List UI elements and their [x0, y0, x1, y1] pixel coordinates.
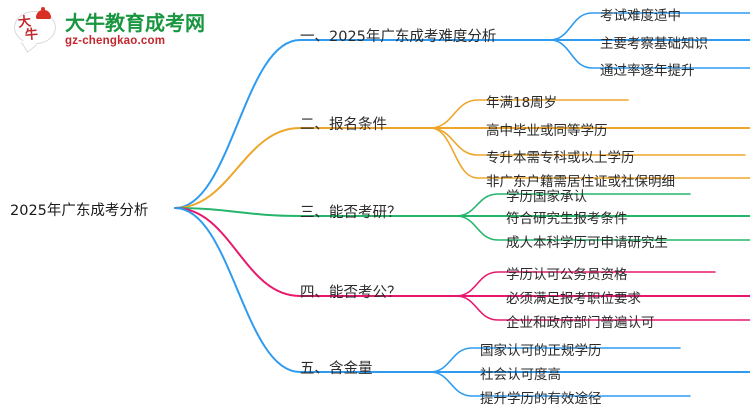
mindmap-branch-3[interactable]: 三、能否考研？	[300, 205, 402, 221]
mindmap-branch-5[interactable]: 五、含金量	[300, 361, 373, 377]
mindmap-leaf-4-3[interactable]: 企业和政府部门普遍认可	[506, 315, 655, 331]
mindmap-branch-1[interactable]: 一、2025年广东成考难度分析	[300, 29, 497, 45]
mindmap-leaf-2-1[interactable]: 年满18周岁	[486, 95, 558, 111]
mindmap-leaf-3-3[interactable]: 成人本科学历可申请研究生	[506, 235, 668, 251]
mindmap-leaf-1-1[interactable]: 考试难度适中	[600, 8, 681, 24]
mindmap-leaf-1-3[interactable]: 通过率逐年提升	[600, 63, 695, 79]
mindmap-branch-2[interactable]: 二、报名条件	[300, 117, 387, 133]
logo-title: 大牛教育成考网	[65, 11, 205, 35]
mindmap-leaf-5-2[interactable]: 社会认可度高	[480, 367, 561, 383]
mindmap-leaf-5-1[interactable]: 国家认可的正规学历	[480, 343, 602, 359]
mindmap-leaf-2-2[interactable]: 高中毕业或同等学历	[486, 123, 608, 139]
mindmap-leaf-3-2[interactable]: 符合研究生报考条件	[506, 211, 628, 227]
mindmap-leaf-5-3[interactable]: 提升学历的有效途径	[480, 391, 602, 407]
mindmap-leaf-4-2[interactable]: 必须满足报考职位要求	[506, 291, 641, 307]
site-logo: 大 牛 大牛教育成考网 gz-chengkao.com	[14, 7, 205, 53]
mindmap-branch-4[interactable]: 四、能否考公？	[300, 285, 402, 301]
logo-speech-bubble-icon: 大 牛	[14, 7, 58, 53]
mindmap-leaf-1-2[interactable]: 主要考察基础知识	[600, 36, 708, 52]
logo-url: gz-chengkao.com	[65, 35, 166, 47]
mindmap-leaf-2-4[interactable]: 非广东户籍需居住证或社保明细	[486, 174, 675, 190]
mindmap-leaf-3-1[interactable]: 学历国家承认	[506, 189, 587, 205]
mindmap-root-node[interactable]: 2025年广东成考分析	[10, 203, 149, 219]
mindmap-leaf-4-1[interactable]: 学历认可公务员资格	[506, 267, 628, 283]
mindmap-leaf-2-3[interactable]: 专升本需专科或以上学历	[486, 150, 635, 166]
